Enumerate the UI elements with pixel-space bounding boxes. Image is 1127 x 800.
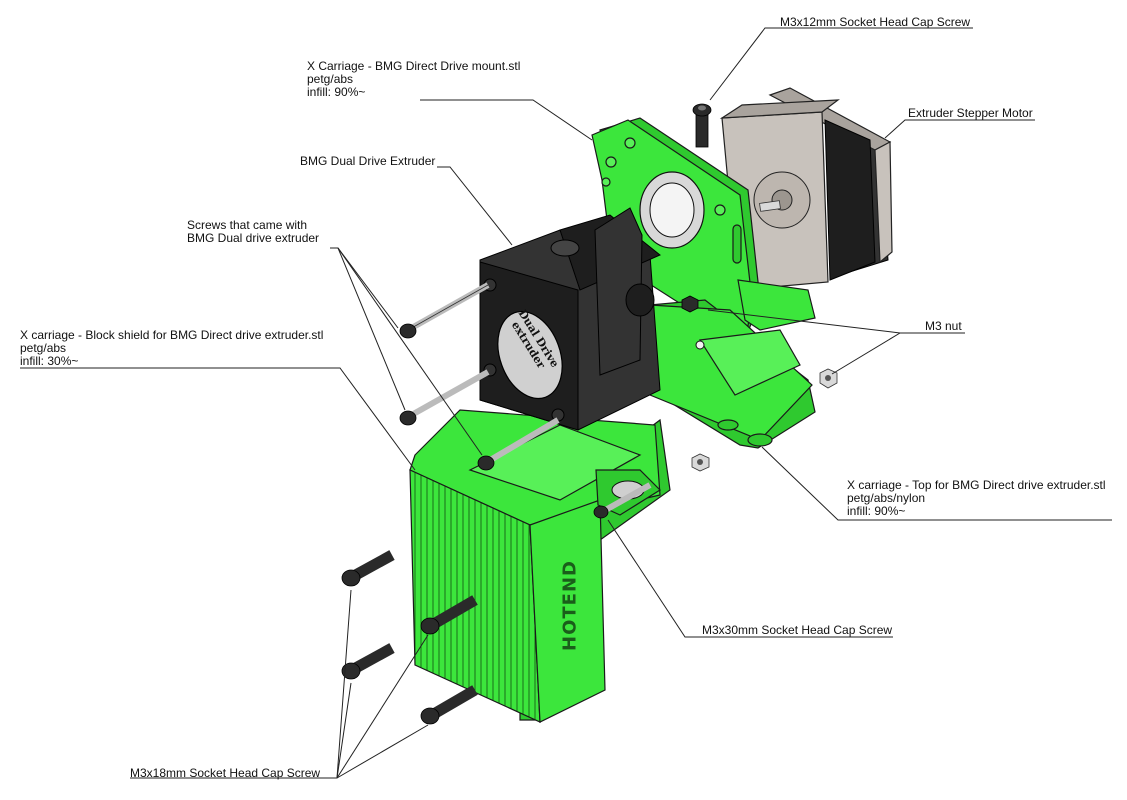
m3-nut-bottom xyxy=(691,453,710,472)
label-m3-nut: M3 nut xyxy=(925,319,962,333)
label-screws-line1: Screws that came with xyxy=(187,218,308,232)
block-shield xyxy=(409,409,671,723)
label-screws-line2: BMG Dual drive extruder xyxy=(187,231,320,245)
leader-lines xyxy=(20,27,1112,779)
m3-nut-right xyxy=(819,368,838,389)
m3x18-screw-2 xyxy=(341,643,395,680)
extruder-screw-2 xyxy=(399,369,490,426)
m3x18-screw-4 xyxy=(420,685,478,725)
label-bmg-dual-drive-extruder: BMG Dual Drive Extruder xyxy=(300,154,436,168)
label-block-shield: X carriage - Block shield for BMG Direct… xyxy=(20,329,323,368)
label-x-carriage-top-material: petg/abs/nylon xyxy=(847,491,926,505)
label-m3x12-screw: M3x12mm Socket Head Cap Screw xyxy=(780,15,971,29)
m3x18-screw-3 xyxy=(420,595,478,635)
label-m3x18-screw: M3x18mm Socket Head Cap Screw xyxy=(130,766,321,780)
label-bmg-mount-title: X Carriage - BMG Direct Drive mount.stl xyxy=(307,59,521,73)
extruder-screw-1 xyxy=(399,282,490,339)
label-x-carriage-top: X carriage - Top for BMG Direct drive ex… xyxy=(847,479,1106,518)
m3-nut-upper xyxy=(681,295,699,313)
extruder-screw-3 xyxy=(477,417,560,471)
m3x12-screw xyxy=(692,103,712,148)
label-block-shield-title: X carriage - Block shield for BMG Direct… xyxy=(20,328,324,342)
m3x30-screw xyxy=(593,482,652,519)
label-bmg-mount: X Carriage - BMG Direct Drive mount.stl … xyxy=(307,60,520,99)
label-x-carriage-top-infill: infill: 90%~ xyxy=(847,504,906,518)
x-carriage-top xyxy=(649,299,816,449)
label-extruder-stepper-motor: Extruder Stepper Motor xyxy=(908,106,1033,120)
label-screws-came-with: Screws that came with BMG Dual drive ext… xyxy=(187,219,319,245)
m3x18-screw-1 xyxy=(341,550,395,587)
label-x-carriage-top-title: X carriage - Top for BMG Direct drive ex… xyxy=(847,478,1106,492)
label-bmg-mount-material: petg/abs xyxy=(307,72,354,86)
label-block-shield-material: petg/abs xyxy=(20,341,67,355)
label-m3x30-screw: M3x30mm Socket Head Cap Screw xyxy=(702,623,893,637)
bmg-extruder xyxy=(479,207,661,431)
label-bmg-mount-infill: infill: 90%~ xyxy=(307,85,366,99)
hotend-embossed-text: HOTEND xyxy=(559,560,581,651)
label-block-shield-infill: infill: 30%~ xyxy=(20,354,79,368)
bmg-mount-plate xyxy=(591,117,816,347)
